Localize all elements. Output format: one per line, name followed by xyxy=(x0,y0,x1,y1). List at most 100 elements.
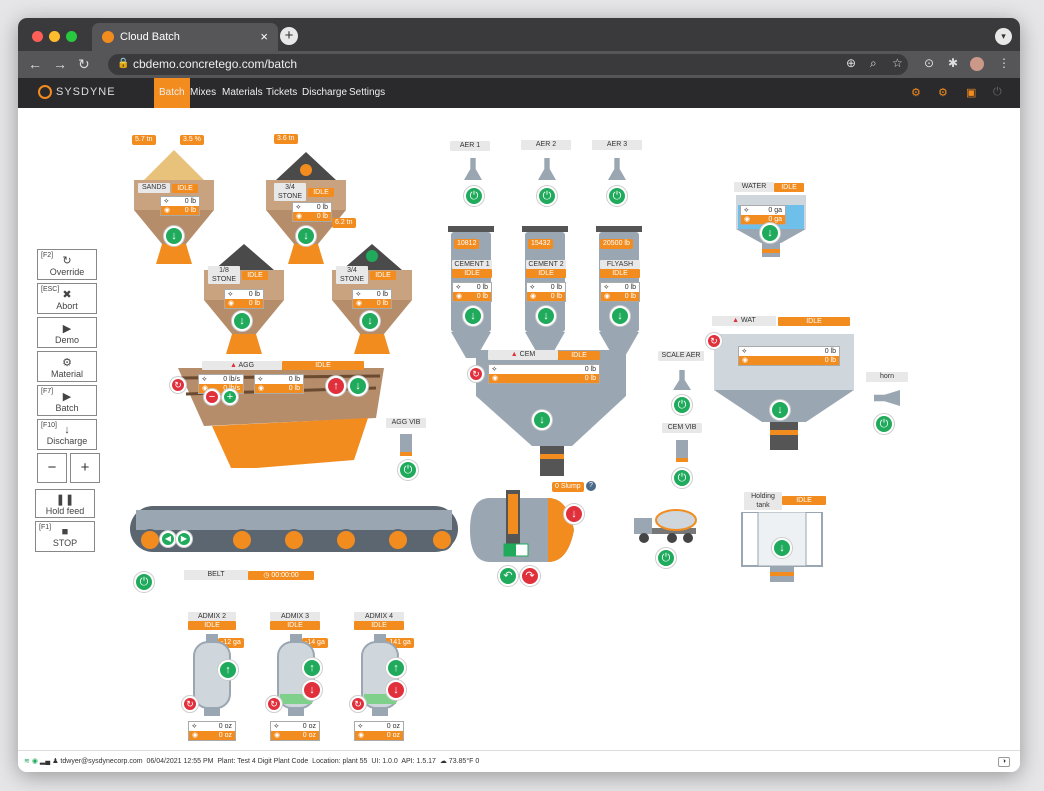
stone34a-discharge-button[interactable]: ↓ xyxy=(296,226,316,246)
stone18-discharge-button[interactable]: ↓ xyxy=(232,311,252,331)
aer1-power-button[interactable]: ⏻ xyxy=(464,186,484,206)
flyash-discharge-button[interactable]: ↓ xyxy=(610,306,630,326)
nav-batch[interactable]: Batch xyxy=(154,78,190,108)
camera-icon[interactable]: ⊙ xyxy=(924,56,935,70)
cem-vib-icon xyxy=(676,440,688,462)
wat-reset-button[interactable]: ↻ xyxy=(706,333,722,349)
admix3-up-button[interactable]: ↑ xyxy=(302,658,322,678)
holding-tank-discharge-button[interactable]: ↓ xyxy=(772,538,792,558)
power-icon[interactable]: ⏻ xyxy=(993,86,1002,98)
horn-power-button[interactable]: ⏻ xyxy=(874,414,894,434)
aer1-nozzle-icon xyxy=(464,158,482,180)
kebab-menu-icon[interactable]: ⋮ xyxy=(998,56,1010,70)
belt-forward-button[interactable]: ▶ xyxy=(176,531,192,547)
wat-weight-box: ⟡0 lb◉0 lb xyxy=(738,346,840,366)
hold-feed-button[interactable]: ❚❚Hold feed xyxy=(35,489,95,518)
minimize-window-button[interactable] xyxy=(49,31,60,42)
close-tab-icon[interactable]: × xyxy=(260,29,268,44)
agg-reset-button[interactable]: ↻ xyxy=(170,377,186,393)
install-icon[interactable]: ⊕ xyxy=(846,56,857,70)
cem-vib-power-button[interactable]: ⏻ xyxy=(672,468,692,488)
nav-settings[interactable]: Settings xyxy=(349,87,386,98)
forward-icon[interactable]: → xyxy=(53,56,67,72)
admix4-weight-box: ⟡0 oz◉0 oz xyxy=(354,721,404,741)
cem-name: ▲ CEM xyxy=(488,350,558,360)
aer2-label: AER 2 xyxy=(521,140,571,150)
bookmark-star-icon[interactable]: ☆ xyxy=(892,56,903,70)
minus-button[interactable]: − xyxy=(37,453,67,483)
agg-decrease-button[interactable]: − xyxy=(204,389,220,405)
slump-info-icon[interactable]: ? xyxy=(586,481,596,491)
cement1-name: CEMENT 1 xyxy=(452,260,492,269)
cement2-stock-badge: 15432 xyxy=(528,239,554,249)
aer2-power-button[interactable]: ⏻ xyxy=(537,186,557,206)
zoom-icon[interactable]: ⌕ xyxy=(870,56,877,70)
tab-title: Cloud Batch xyxy=(120,31,180,43)
admix4-reset-button[interactable]: ↻ xyxy=(350,696,366,712)
stone34b-discharge-button[interactable]: ↓ xyxy=(360,311,380,331)
nav-mixes[interactable]: Mixes xyxy=(190,87,217,98)
aer3-power-button[interactable]: ⏻ xyxy=(607,186,627,206)
admix4-up-button[interactable]: ↑ xyxy=(386,658,406,678)
settings-gear-icon[interactable]: ⚙ xyxy=(911,87,921,99)
browser-menu-icon[interactable]: ▾ xyxy=(995,28,1012,45)
cement2-discharge-button[interactable]: ↓ xyxy=(536,306,556,326)
browser-tab[interactable]: Cloud Batch × xyxy=(92,23,278,51)
admix3-reset-button[interactable]: ↻ xyxy=(266,696,282,712)
cem-discharge-button[interactable]: ↓ xyxy=(532,410,552,430)
override-button[interactable]: [F2]↻Override xyxy=(37,249,97,280)
cem-reset-button[interactable]: ↻ xyxy=(468,366,484,382)
admix4-tank-valve xyxy=(372,708,388,716)
admix4-down-button[interactable]: ↓ xyxy=(386,680,406,700)
extensions-icon[interactable]: ✱ xyxy=(948,56,959,70)
agg-discharge-button[interactable]: ↓ xyxy=(348,376,368,396)
admix4-target: 0 oz xyxy=(386,732,400,739)
mixer-rotate-right-button[interactable]: ↷ xyxy=(520,566,540,586)
printer-icon[interactable]: ▣ xyxy=(966,87,977,99)
belt-power-button[interactable]: ⏻ xyxy=(134,572,154,592)
mixer-rotate-left-button[interactable]: ↶ xyxy=(498,566,518,586)
admix3-level xyxy=(280,694,312,704)
sands-discharge-button[interactable]: ↓ xyxy=(164,226,184,246)
demo-button[interactable]: ▶Demo xyxy=(37,317,97,348)
mixer-discharge-button[interactable]: ↓ xyxy=(564,504,584,524)
admix2-reset-button[interactable]: ↻ xyxy=(182,696,198,712)
hold-feed-label: Hold feed xyxy=(45,506,85,516)
reload-icon[interactable]: ↻ xyxy=(78,56,90,72)
batch-label: Batch xyxy=(55,403,79,413)
batch-button[interactable]: [F7]▶Batch xyxy=(37,385,97,416)
wat-discharge-button[interactable]: ↓ xyxy=(770,400,790,420)
stop-label: STOP xyxy=(52,538,78,548)
new-tab-button[interactable]: + xyxy=(280,27,298,45)
material-button[interactable]: ⚙Material xyxy=(37,351,97,382)
admix2-up-button[interactable]: ↑ xyxy=(218,660,238,680)
truck-cab xyxy=(634,518,652,534)
nav-tickets[interactable]: Tickets xyxy=(266,87,298,98)
plus-button[interactable]: + xyxy=(70,453,100,483)
agg-increase-button[interactable]: + xyxy=(222,389,238,405)
admix2-status: IDLE xyxy=(188,621,236,630)
cement1-discharge-button[interactable]: ↓ xyxy=(463,306,483,326)
back-icon[interactable]: ← xyxy=(28,56,42,72)
avatar[interactable] xyxy=(970,57,984,71)
truck-power-button[interactable]: ⏻ xyxy=(656,548,676,568)
agg-vib-power-button[interactable]: ⏻ xyxy=(398,460,418,480)
admix4-status: IDLE xyxy=(354,621,404,630)
belt-reverse-button[interactable]: ◀ xyxy=(160,531,176,547)
belt-timer-text: 00:00:00 xyxy=(271,572,299,579)
discharge-button[interactable]: [F10]↓Discharge xyxy=(37,419,97,450)
stop-button[interactable]: [F1]■STOP xyxy=(35,521,95,552)
belt-roller xyxy=(335,529,357,551)
cogs-icon[interactable]: ⚙ xyxy=(938,87,948,99)
url-field[interactable]: 🔒 cbdemo.concretego.com/batch xyxy=(108,54,908,75)
maximize-window-button[interactable] xyxy=(66,31,77,42)
admix3-down-button[interactable]: ↓ xyxy=(302,680,322,700)
nav-discharge[interactable]: Discharge xyxy=(302,87,348,98)
contrast-toggle-icon[interactable]: ◑ xyxy=(998,757,1010,767)
scale-aer-power-button[interactable]: ⏻ xyxy=(672,395,692,415)
agg-up-button[interactable]: ↑ xyxy=(326,376,346,396)
abort-button[interactable]: [ESC]✖Abort xyxy=(37,283,97,314)
water-discharge-button[interactable]: ↓ xyxy=(760,223,780,243)
nav-materials[interactable]: Materials xyxy=(222,87,263,98)
close-window-button[interactable] xyxy=(32,31,43,42)
